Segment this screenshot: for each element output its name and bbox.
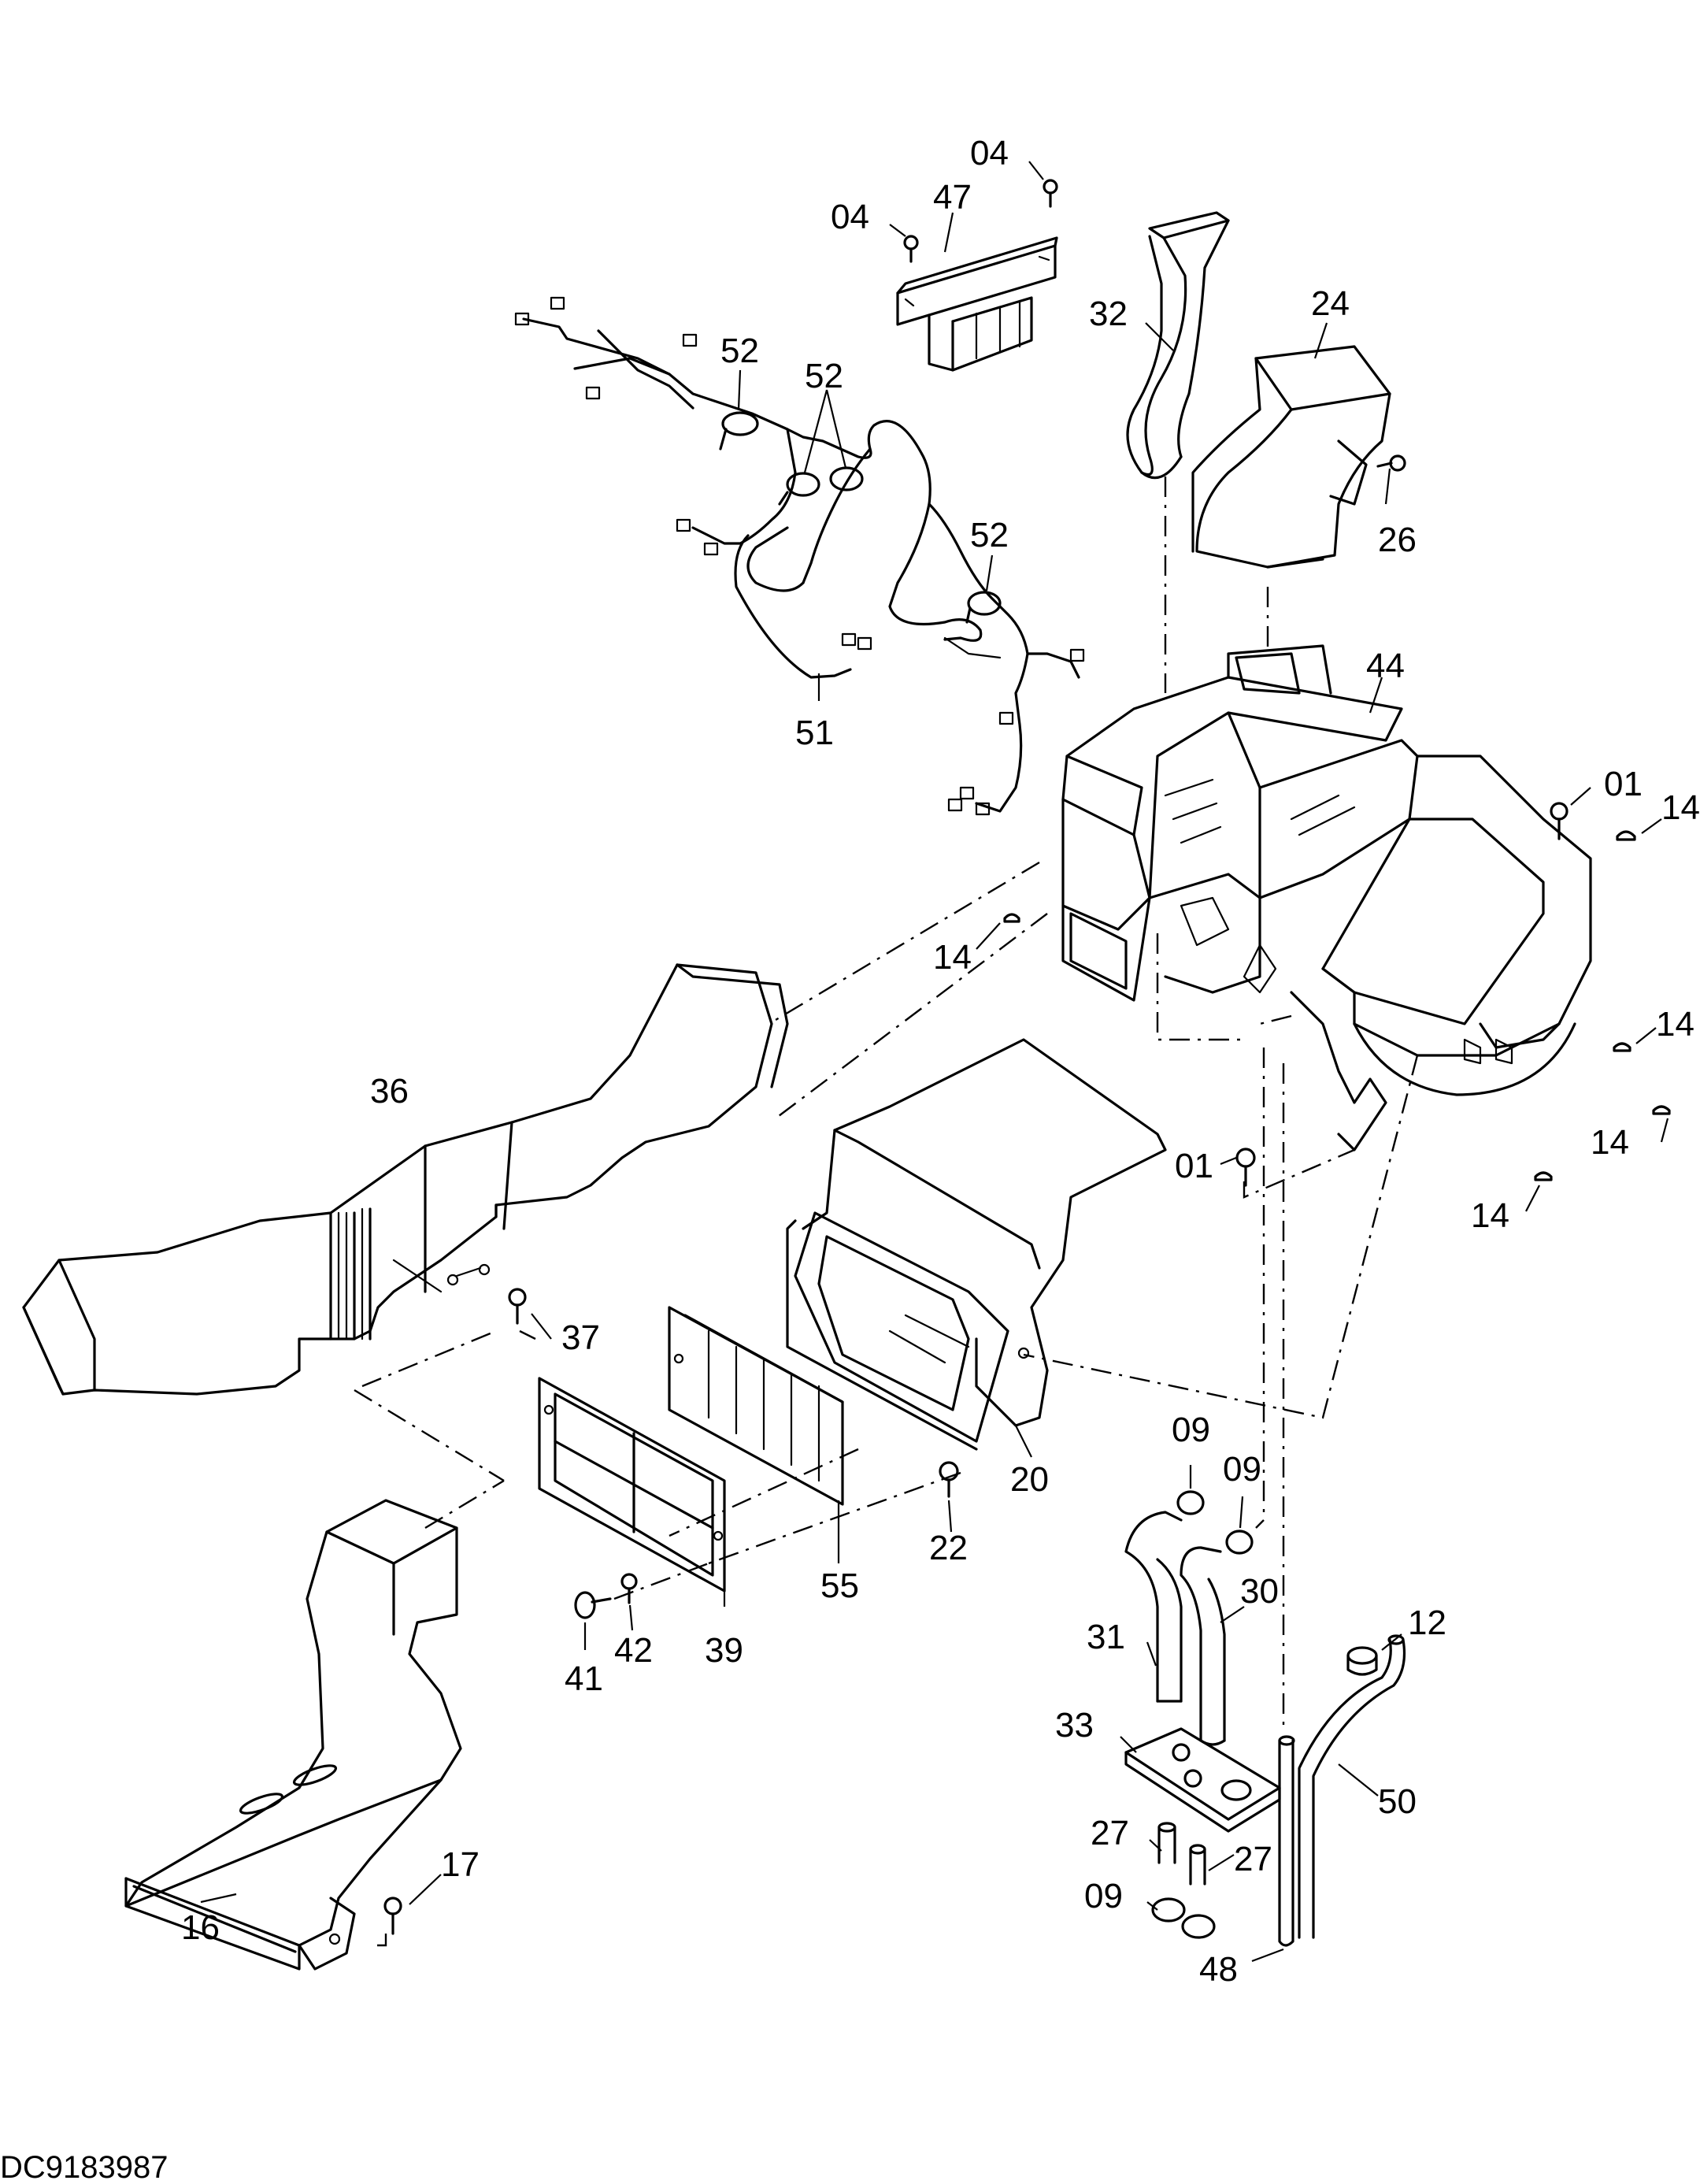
callout-14e: 14	[1471, 1196, 1509, 1235]
callout-14c: 14	[1656, 1005, 1694, 1044]
callout-52b: 52	[805, 357, 843, 395]
screw-26	[1376, 454, 1406, 472]
screw-04-left	[903, 235, 919, 263]
hose-31	[1124, 1511, 1183, 1703]
callout-14b: 14	[933, 938, 972, 977]
screw-22	[939, 1461, 959, 1498]
callout-labels: 04 04 47 32 24 52 52 52 26 51 44 01 14 1…	[181, 134, 1700, 1989]
clamps-52	[719, 411, 1002, 624]
callout-42: 42	[614, 1631, 653, 1670]
relay-box-47	[896, 236, 1058, 372]
callout-48: 48	[1199, 1950, 1238, 1989]
callout-09b: 09	[1223, 1450, 1261, 1489]
callout-52a: 52	[720, 332, 759, 370]
cap-12	[1346, 1646, 1378, 1676]
hvac-unit-44	[1061, 644, 1592, 1151]
callout-26: 26	[1378, 521, 1417, 559]
hose-30	[1180, 1546, 1226, 1746]
callout-50: 50	[1378, 1782, 1417, 1821]
callout-36: 36	[370, 1072, 409, 1111]
callout-12: 12	[1408, 1604, 1446, 1642]
wire-harness-51	[514, 296, 1085, 816]
callout-01b: 01	[1175, 1147, 1213, 1185]
callout-55: 55	[820, 1567, 859, 1605]
callout-33: 33	[1055, 1706, 1094, 1745]
callout-14a: 14	[1661, 788, 1700, 827]
callout-44: 44	[1366, 647, 1405, 685]
duct-32	[1126, 211, 1230, 480]
callout-22: 22	[929, 1529, 968, 1567]
callout-51: 51	[795, 714, 834, 752]
callout-31: 31	[1087, 1618, 1125, 1656]
screw-04-right	[1043, 179, 1058, 208]
callout-47: 47	[933, 178, 972, 217]
duct-36	[22, 963, 789, 1396]
duct-16	[124, 1499, 462, 1971]
callout-37: 37	[561, 1318, 600, 1357]
plate-33	[1124, 1727, 1281, 1833]
duct-24	[1191, 345, 1391, 569]
callout-24: 24	[1311, 284, 1350, 323]
document-id: DC9183987	[0, 2150, 169, 2184]
fittings-27	[1157, 1822, 1206, 1886]
callout-27b: 27	[1234, 1840, 1272, 1878]
callout-09c: 09	[1084, 1877, 1123, 1915]
callout-39: 39	[705, 1631, 743, 1670]
screw-37	[508, 1288, 527, 1325]
callout-14d: 14	[1591, 1123, 1629, 1162]
callout-17: 17	[441, 1845, 480, 1884]
callout-04b: 04	[970, 134, 1009, 172]
clamps-09	[1151, 1490, 1254, 1939]
pipe-50	[1298, 1634, 1406, 1939]
screw-42	[620, 1573, 638, 1604]
callout-41: 41	[565, 1659, 603, 1698]
callout-52c: 52	[970, 516, 1009, 554]
knob-41	[574, 1591, 612, 1619]
leader-lines	[200, 161, 1669, 1963]
assembly-lines	[354, 476, 1419, 1947]
screw-01-bottom	[1235, 1148, 1256, 1187]
pipe-48	[1278, 1735, 1295, 1947]
callout-01a: 01	[1604, 765, 1643, 803]
callout-27a: 27	[1091, 1814, 1129, 1852]
callout-16: 16	[181, 1908, 220, 1947]
duct-20	[786, 1038, 1167, 1451]
grommets-14	[1003, 830, 1671, 1181]
screw-17	[383, 1897, 402, 1935]
callout-32: 32	[1089, 295, 1128, 333]
callout-30: 30	[1240, 1572, 1279, 1611]
filter-cover-39	[538, 1377, 726, 1593]
callout-09a: 09	[1172, 1411, 1210, 1449]
screw-01-top	[1550, 802, 1569, 840]
callout-20: 20	[1010, 1460, 1049, 1499]
callout-04a: 04	[831, 198, 869, 236]
filter-55	[668, 1306, 844, 1506]
